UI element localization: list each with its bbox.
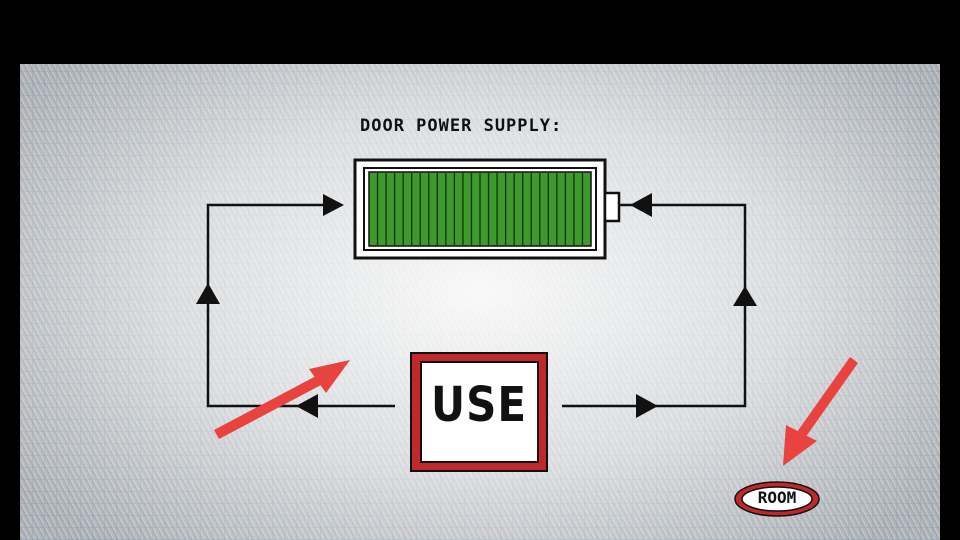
battery-charge-fill	[368, 171, 592, 247]
circuit-arrow-icon	[630, 193, 652, 217]
room-button[interactable]: ROOM	[735, 482, 819, 516]
hint-arrows	[214, 357, 858, 466]
circuit-arrow-icon	[296, 394, 318, 418]
use-button[interactable]: USE	[411, 353, 547, 471]
circuit-arrow-icon	[196, 283, 220, 304]
circuit-arrow-icon	[733, 286, 757, 306]
circuit-arrow-icon	[636, 394, 658, 418]
use-button-label: USE	[430, 376, 528, 433]
battery-terminal	[603, 191, 621, 223]
hint-arrow-icon	[783, 357, 858, 466]
room-button-frame	[734, 481, 820, 517]
hint-arrow-icon	[214, 360, 350, 439]
door-power-supply-title: DOOR POWER SUPPLY:	[360, 116, 563, 136]
room-button-label: ROOM	[757, 488, 797, 507]
use-button-frame	[410, 352, 548, 472]
circuit-arrow-icon	[323, 194, 344, 216]
graph-paper-background	[20, 64, 940, 540]
battery	[353, 158, 621, 260]
